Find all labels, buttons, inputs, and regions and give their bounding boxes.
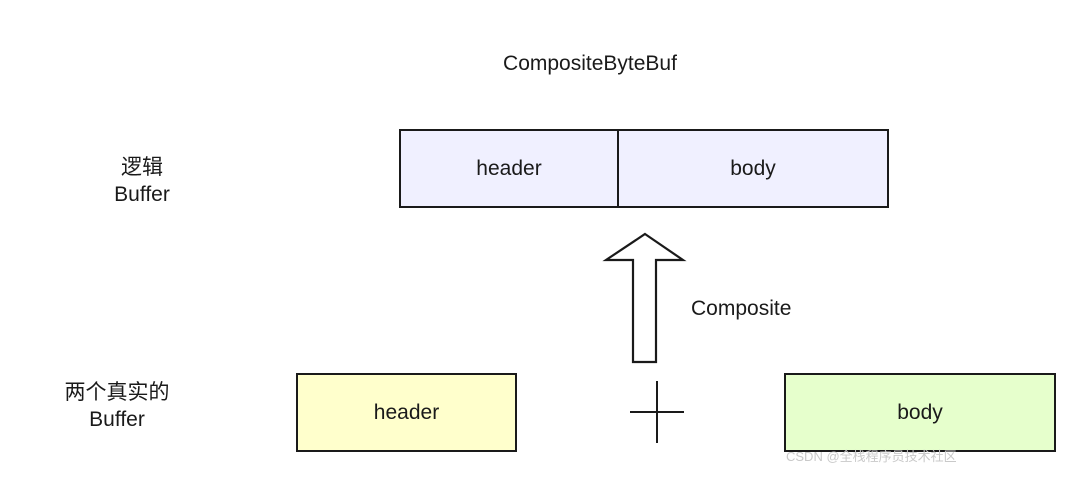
composite-header-segment: header	[399, 129, 619, 208]
logical-buffer-label: 逻辑 Buffer	[92, 154, 192, 208]
plus-icon	[630, 381, 684, 443]
composite-body-label: body	[730, 156, 776, 180]
composite-body-segment: body	[617, 129, 889, 208]
real-buffers-label: 两个真实的 Buffer	[47, 379, 187, 433]
composite-arrow-icon	[602, 232, 687, 364]
diagram-title: CompositeByteBuf	[503, 52, 677, 75]
logical-buffer-label-line1: 逻辑	[121, 156, 163, 179]
watermark-text: CSDN @全栈程序员技术社区	[786, 449, 957, 464]
arrow-caption: Composite	[691, 297, 792, 320]
logical-buffer-label-line2: Buffer	[114, 183, 170, 206]
real-header-buffer: header	[296, 373, 517, 452]
real-header-label: header	[373, 400, 440, 424]
composite-buffer: header body	[399, 129, 889, 208]
real-body-label: body	[897, 400, 943, 424]
composite-header-label: header	[476, 156, 542, 180]
real-buffers-label-line1: 两个真实的	[64, 381, 170, 404]
real-body-buffer: body	[784, 373, 1056, 452]
real-buffers-label-line2: Buffer	[89, 408, 145, 431]
